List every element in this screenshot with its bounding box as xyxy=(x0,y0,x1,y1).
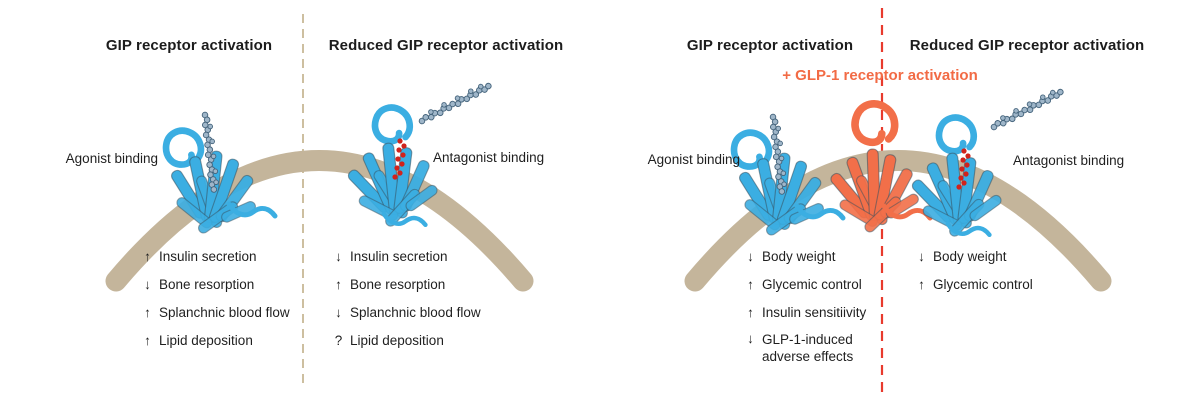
up-arrow-icon: ↑ xyxy=(144,304,151,320)
down-arrow-icon: ↓ xyxy=(144,276,151,292)
down-arrow-icon: ↓ xyxy=(918,248,925,264)
agonist-binding-label: Agonist binding xyxy=(65,151,158,166)
unbound-peptide-chain-icon xyxy=(987,85,1066,133)
panel2-left-title: GIP receptor activation xyxy=(686,37,854,54)
antagonist-binding-label: Antagonist binding xyxy=(433,150,545,165)
up-arrow-icon: ↑ xyxy=(144,332,151,348)
up-arrow-icon: ↑ xyxy=(144,248,151,264)
panel1-left-title: GIP receptor activation xyxy=(105,37,273,54)
panel2-right-effects-list: ↓ Body weight ↑ Glycemic control xyxy=(915,242,1033,298)
effect-text: Bone resorption xyxy=(159,276,255,292)
effect-text: Splanchnic blood flow xyxy=(159,304,290,320)
cell-membrane-right-icon xyxy=(684,150,1112,292)
glp1-activation-subtitle: + GLP-1 receptor activation xyxy=(782,67,978,84)
ecd-loop-icon xyxy=(851,100,900,148)
up-arrow-icon: ↑ xyxy=(747,304,754,320)
effect-item: ↓ Body weight xyxy=(744,242,866,270)
effect-item: ↓ Body weight xyxy=(915,242,1033,270)
effect-item: ↑ Glycemic control xyxy=(915,270,1033,298)
agonist-binding-label: Agonist binding xyxy=(647,152,740,167)
effect-item: ↑ Insulin secretion xyxy=(141,242,290,270)
ecd-loop-icon xyxy=(936,115,976,154)
effect-item: ↑ Insulin sensitiivity xyxy=(744,298,866,326)
panel2-left-effects-list: ↓ Body weight ↑ Glycemic control ↑ Insul… xyxy=(744,242,866,365)
ecd-loop-icon xyxy=(372,105,412,144)
down-arrow-icon: ↓ xyxy=(747,331,754,346)
question-mark-icon: ? xyxy=(334,332,343,348)
antagonist-binding-label: Antagonist binding xyxy=(1013,153,1125,168)
effect-text: Insulin secretion xyxy=(159,248,257,264)
effect-text: Body weight xyxy=(933,248,1007,264)
effect-item: ↑ Glycemic control xyxy=(744,270,866,298)
up-arrow-icon: ↑ xyxy=(335,276,342,292)
up-arrow-icon: ↑ xyxy=(918,276,925,292)
effect-item: ↓ Insulin secretion xyxy=(332,242,481,270)
effect-text: Glycemic control xyxy=(762,276,862,292)
panel1-left-effects-list: ↑ Insulin secretion ↓ Bone resorption ↑ … xyxy=(141,242,290,354)
down-arrow-icon: ↓ xyxy=(335,304,342,320)
effect-item: ↓ Splanchnic blood flow xyxy=(332,298,481,326)
effect-text: Insulin sensitiivity xyxy=(762,304,867,320)
effect-text-line1: GLP-1-induced xyxy=(762,332,853,347)
effect-item: ↑ Lipid deposition xyxy=(141,326,290,354)
effect-text: Splanchnic blood flow xyxy=(350,304,481,320)
effect-item: ? Lipid deposition xyxy=(332,326,481,354)
effect-text: Lipid deposition xyxy=(350,332,444,348)
effect-item: ↑ Splanchnic blood flow xyxy=(141,298,290,326)
effect-text: Bone resorption xyxy=(350,276,446,292)
panel1-right-effects-list: ↓ Insulin secretion ↑ Bone resorption ↓ … xyxy=(332,242,481,354)
down-arrow-icon: ↓ xyxy=(747,248,754,264)
effect-item: ↑ Bone resorption xyxy=(332,270,481,298)
effect-text: Insulin secretion xyxy=(350,248,448,264)
effect-text: Lipid deposition xyxy=(159,332,253,348)
down-arrow-icon: ↓ xyxy=(335,248,342,264)
panel2-right-title: Reduced GIP receptor activation xyxy=(909,37,1145,54)
panel1-right-title: Reduced GIP receptor activation xyxy=(328,37,564,54)
effect-text: GLP-1-induced adverse effects xyxy=(762,331,853,365)
unbound-peptide-chain-icon xyxy=(415,79,494,127)
effect-item: ↓ Bone resorption xyxy=(141,270,290,298)
effect-text-line2: adverse effects xyxy=(762,349,854,364)
effect-text: Glycemic control xyxy=(933,276,1033,292)
effect-text: Body weight xyxy=(762,248,836,264)
cell-membrane-left-icon xyxy=(105,150,534,292)
up-arrow-icon: ↑ xyxy=(747,276,754,292)
effect-item: ↓ GLP-1-induced adverse effects xyxy=(744,326,866,365)
